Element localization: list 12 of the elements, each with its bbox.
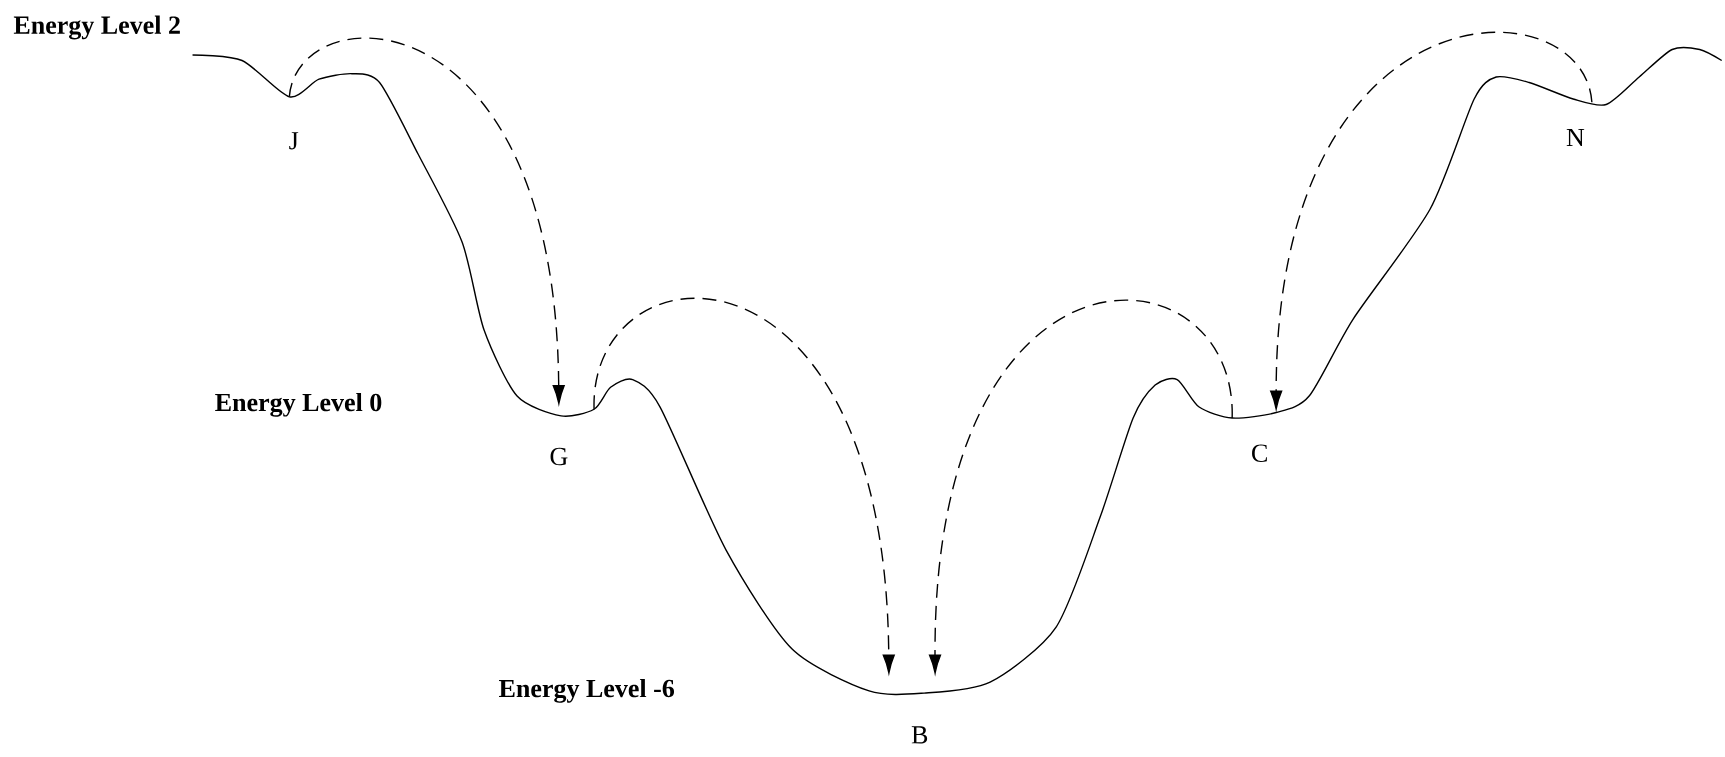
point-label: J [289, 132, 299, 150]
level-label: Energy Level 2 [13, 15, 180, 40]
level-label: Energy Level 0 [215, 393, 382, 417]
point-label: G [550, 447, 568, 466]
dashed-arrow [288, 37, 565, 405]
point-label: C [1252, 444, 1267, 463]
dashed-arrow [928, 299, 1233, 674]
point-label: B [911, 726, 928, 744]
dashed-arrow [1270, 31, 1593, 410]
level-label: Energy Level -6 [499, 679, 674, 703]
point-label: N [1566, 129, 1585, 147]
dashed-arrow [593, 297, 895, 674]
